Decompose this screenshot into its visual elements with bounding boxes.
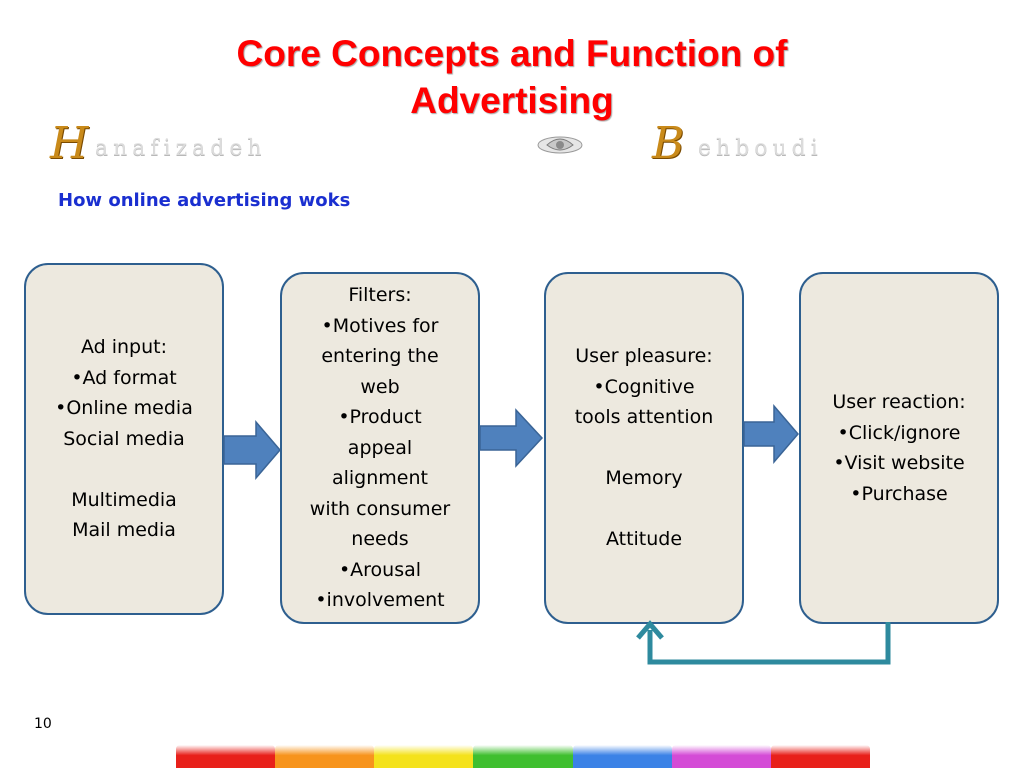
filters-line: alignment bbox=[331, 467, 428, 490]
filters-line: Filters: bbox=[348, 284, 412, 307]
banner-name-2: ehboudi bbox=[698, 136, 823, 161]
filters-line: appeal bbox=[347, 436, 413, 459]
ad-input-line: Multimedia bbox=[71, 488, 177, 511]
filters-box: Filters: •Motives for entering the web •… bbox=[280, 272, 480, 624]
footer-bar-segment bbox=[671, 745, 771, 768]
title-line-1: Core Concepts and Function of bbox=[236, 33, 788, 74]
footer-color-bar bbox=[176, 745, 870, 768]
user-reaction-line: •Visit website bbox=[833, 452, 965, 474]
author-banner: H anafizadeh B ehboudi bbox=[40, 118, 1010, 169]
filters-line: with consumer bbox=[309, 497, 451, 520]
filters-text: Filters: •Motives for entering the web •… bbox=[310, 280, 450, 616]
flow-arrow-1 bbox=[223, 420, 281, 480]
ampersand-icon bbox=[537, 136, 583, 154]
ad-input-text: Ad input: •Ad format •Online media Socia… bbox=[55, 332, 193, 546]
flow-arrow-2 bbox=[479, 408, 544, 468]
ad-input-line: Mail media bbox=[72, 519, 176, 542]
diagram-subtitle: How online advertising woks bbox=[58, 190, 351, 211]
user-pleasure-text: User pleasure: •Cognitive tools attentio… bbox=[575, 341, 714, 555]
footer-bar-segment bbox=[374, 745, 474, 768]
user-pleasure-line: User pleasure: bbox=[575, 345, 713, 368]
filters-line: web bbox=[360, 375, 400, 398]
user-pleasure-box: User pleasure: •Cognitive tools attentio… bbox=[544, 272, 744, 624]
ad-input-line bbox=[55, 454, 193, 485]
footer-bar-segment bbox=[275, 745, 375, 768]
user-pleasure-line: Attitude bbox=[605, 528, 683, 551]
footer-bar-segment bbox=[770, 745, 870, 768]
footer-bar-segment bbox=[473, 745, 573, 768]
user-reaction-line: User reaction: bbox=[832, 391, 966, 413]
filters-line: •Arousal bbox=[338, 558, 422, 581]
title-line-2: Advertising bbox=[410, 80, 614, 121]
user-pleasure-line bbox=[575, 494, 714, 525]
slide-title: Core Concepts and Function of Advertisin… bbox=[0, 30, 1024, 124]
user-reaction-text: User reaction: •Click/ignore •Visit webs… bbox=[832, 387, 965, 509]
ad-input-line: Social media bbox=[63, 427, 185, 450]
user-reaction-line: •Purchase bbox=[850, 482, 948, 505]
user-pleasure-line: Memory bbox=[605, 467, 683, 490]
user-reaction-box: User reaction: •Click/ignore •Visit webs… bbox=[799, 272, 999, 624]
banner-name-1: anafizadeh bbox=[95, 136, 267, 161]
ad-input-line: Ad input: bbox=[80, 336, 168, 359]
filters-line: needs bbox=[351, 528, 409, 551]
footer-bar-segment bbox=[572, 745, 672, 768]
page-number: 10 bbox=[34, 716, 52, 732]
flow-arrow-3 bbox=[743, 404, 799, 464]
user-reaction-line: •Click/ignore bbox=[837, 421, 961, 444]
banner-cap-b: B bbox=[652, 118, 685, 169]
banner-cap-h: H bbox=[50, 118, 89, 169]
ad-input-box: Ad input: •Ad format •Online media Socia… bbox=[24, 263, 224, 615]
filters-line: •Motives for bbox=[321, 314, 439, 337]
ad-input-line: •Online media bbox=[55, 397, 193, 420]
filters-line: entering the bbox=[321, 345, 439, 368]
user-pleasure-line: tools attention bbox=[574, 406, 714, 429]
footer-bar-segment bbox=[176, 745, 276, 768]
feedback-arrow bbox=[636, 620, 891, 665]
ad-input-line: •Ad format bbox=[71, 366, 177, 389]
user-pleasure-line bbox=[575, 433, 714, 464]
filters-line: •involvement bbox=[315, 589, 445, 612]
filters-line: •Product bbox=[338, 406, 422, 429]
user-pleasure-line: •Cognitive bbox=[593, 375, 695, 398]
